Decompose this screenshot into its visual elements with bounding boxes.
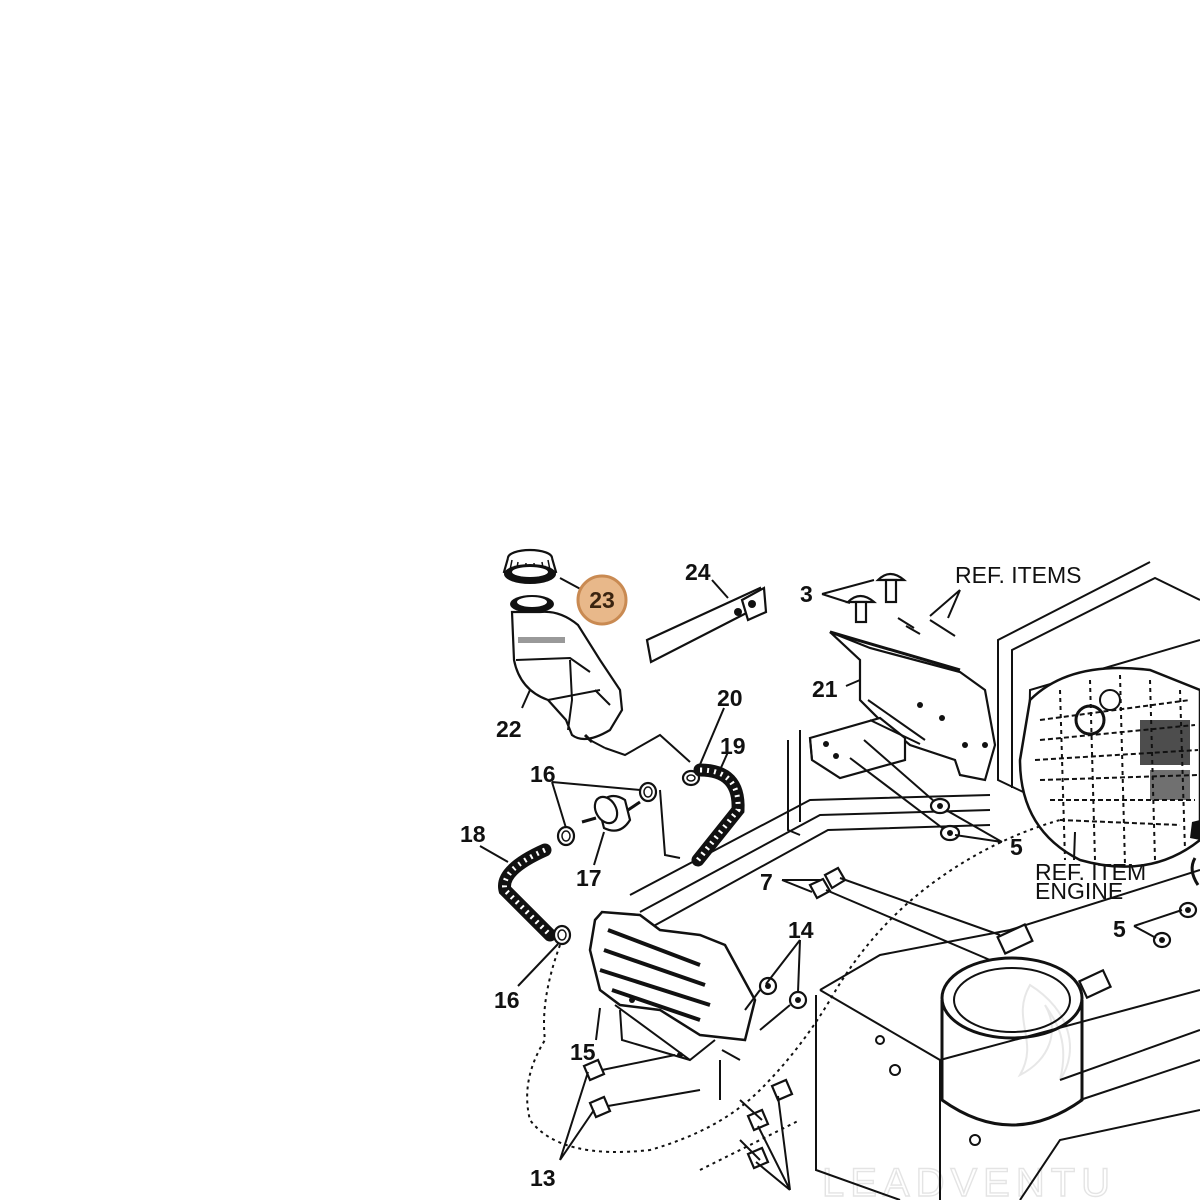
callout-18: 18	[460, 821, 486, 847]
callout-20: 20	[717, 685, 743, 711]
fuel-line-connector	[604, 733, 691, 859]
callout-17: 17	[576, 865, 602, 891]
watermark-text: LEADVENTU	[822, 1161, 1116, 1200]
callout-labels: 24 3 22 21 20 19 16 18 17 5 7 14 5 16 15…	[460, 559, 1146, 1191]
bolts-13	[582, 1054, 794, 1170]
callout-22: 22	[496, 716, 522, 742]
callout-23: 23	[589, 587, 615, 613]
callout-3: 3	[800, 581, 813, 607]
ref-item-engine-label-1: REF. ITEM	[1035, 859, 1146, 885]
engine-cylinder	[940, 923, 1113, 1127]
hose-clamps-16-upper	[556, 781, 658, 847]
callout-13: 13	[530, 1165, 556, 1191]
callout-5-upper: 5	[1010, 834, 1023, 860]
shield-part-15	[588, 910, 757, 1100]
hose-clamp-20	[681, 769, 701, 787]
fuel-hose-19	[691, 763, 745, 867]
callout-21: 21	[812, 676, 838, 702]
bracket-strap-part	[645, 586, 768, 664]
nuts-5-right	[1152, 901, 1198, 949]
callout-14: 14	[788, 917, 814, 943]
hose-clamp-16-lower	[552, 924, 572, 946]
leader-lines	[479, 577, 1183, 1191]
watermark: LEADVENTU	[821, 983, 1116, 1200]
callout-5-right: 5	[1113, 916, 1126, 942]
screws-3	[845, 572, 956, 637]
ref-item-engine-label-2: ENGINE	[1035, 878, 1123, 904]
nuts-14	[744, 976, 808, 1031]
fuel-filter-17	[581, 794, 641, 832]
bolts-7	[808, 866, 1001, 961]
ref-items-label: REF. ITEMS	[955, 562, 1082, 588]
fuel-hose-18	[498, 843, 557, 942]
callout-19: 19	[720, 733, 746, 759]
mounting-plate-part	[808, 630, 997, 782]
callout-15: 15	[570, 1039, 596, 1065]
watermark-flame-icon	[1017, 983, 1071, 1081]
callout-16-upper: 16	[530, 761, 556, 787]
highlight-circle	[576, 574, 628, 626]
engine-reference	[1018, 666, 1200, 886]
fuel-tank-part	[510, 595, 624, 749]
callout-24: 24	[685, 559, 711, 585]
fuel-cap-part	[502, 548, 558, 584]
callout-16-lower: 16	[494, 987, 520, 1013]
nuts-5-upper	[849, 739, 961, 842]
callout-7: 7	[760, 869, 773, 895]
highlighted-callout-23[interactable]: 23	[576, 574, 628, 626]
chassis-frame	[629, 561, 1200, 1200]
